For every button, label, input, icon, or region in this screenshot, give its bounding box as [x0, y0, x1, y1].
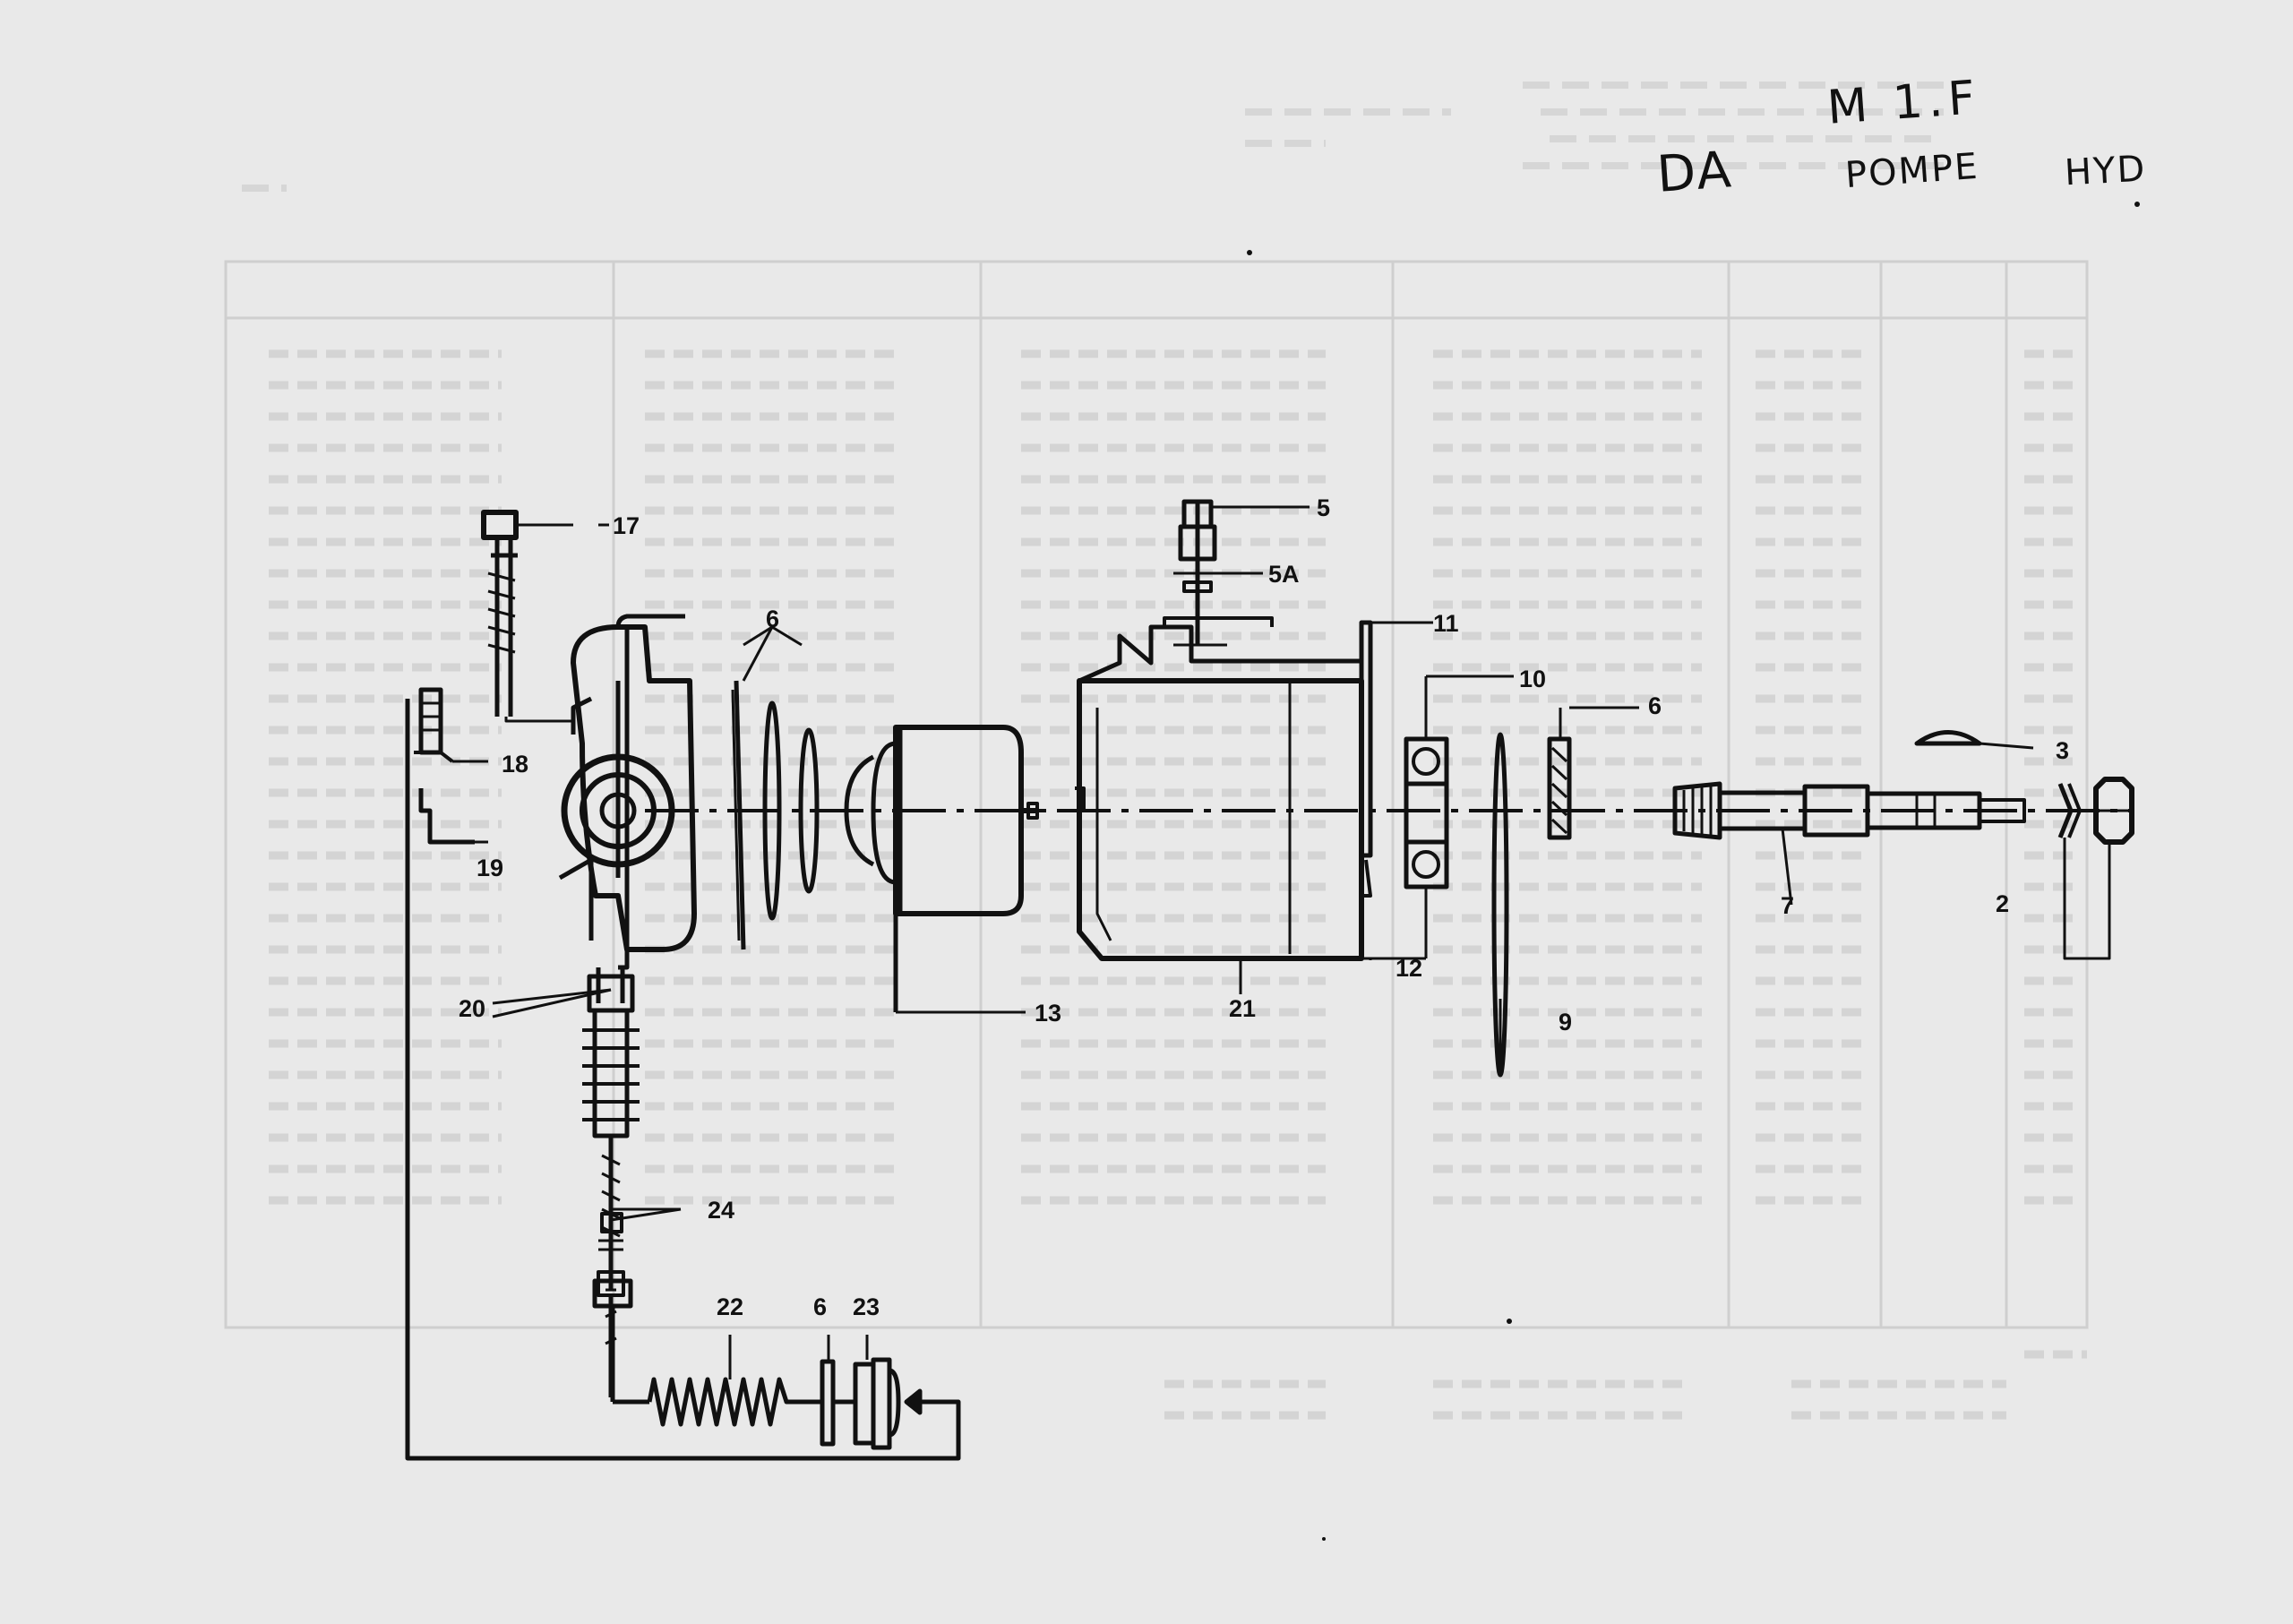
- plug-23: [853, 1357, 923, 1450]
- callout-23: 23: [853, 1293, 880, 1320]
- disc-9: [1491, 732, 1509, 1078]
- bottom-nut: [592, 1278, 649, 1405]
- callout-5: 5: [1317, 494, 1330, 521]
- callout-22: 22: [717, 1293, 743, 1320]
- shaft-7: [1672, 781, 2026, 906]
- bracket-19: [418, 788, 475, 845]
- clip-18: [414, 687, 454, 763]
- valve-body: [558, 614, 697, 970]
- callout-6-left: 6: [766, 606, 779, 632]
- callout-12: 12: [1396, 955, 1422, 982]
- callout-13: 13: [1035, 1000, 1061, 1027]
- callout-10: 10: [1519, 666, 1546, 692]
- callout-7: 7: [1781, 892, 1794, 919]
- callout-11: 11: [1433, 610, 1459, 637]
- callout-17: 17: [613, 512, 640, 539]
- callout-19: 19: [477, 855, 503, 881]
- callout-18: 18: [502, 751, 528, 778]
- callout-6-bottom: 6: [813, 1293, 827, 1320]
- callout-5a: 5A: [1268, 561, 1300, 588]
- washer-6-bottom: [820, 1359, 836, 1447]
- key-3: [1914, 730, 1982, 746]
- seals-6: [731, 680, 820, 950]
- seal-6-right: [1547, 706, 1639, 840]
- callout-6-right: 6: [1648, 692, 1662, 719]
- callout-2: 2: [1996, 890, 2009, 917]
- callout-21: 21: [1229, 995, 1256, 1022]
- callout-9: 9: [1559, 1009, 1572, 1035]
- callout-3: 3: [2056, 737, 2069, 764]
- plate-11: [1359, 620, 1433, 898]
- callout-24: 24: [708, 1197, 734, 1224]
- bearing-10-12: [1361, 675, 1514, 960]
- nut-2: [2057, 777, 2134, 845]
- spring-22: [647, 1377, 806, 1427]
- bolt-17: [481, 510, 519, 717]
- left-frame-line: [405, 699, 961, 1461]
- callout-20: 20: [459, 995, 485, 1022]
- hose-20: [582, 967, 640, 1254]
- cover-13: [844, 725, 1039, 1012]
- pump-body-21: [1075, 616, 1364, 994]
